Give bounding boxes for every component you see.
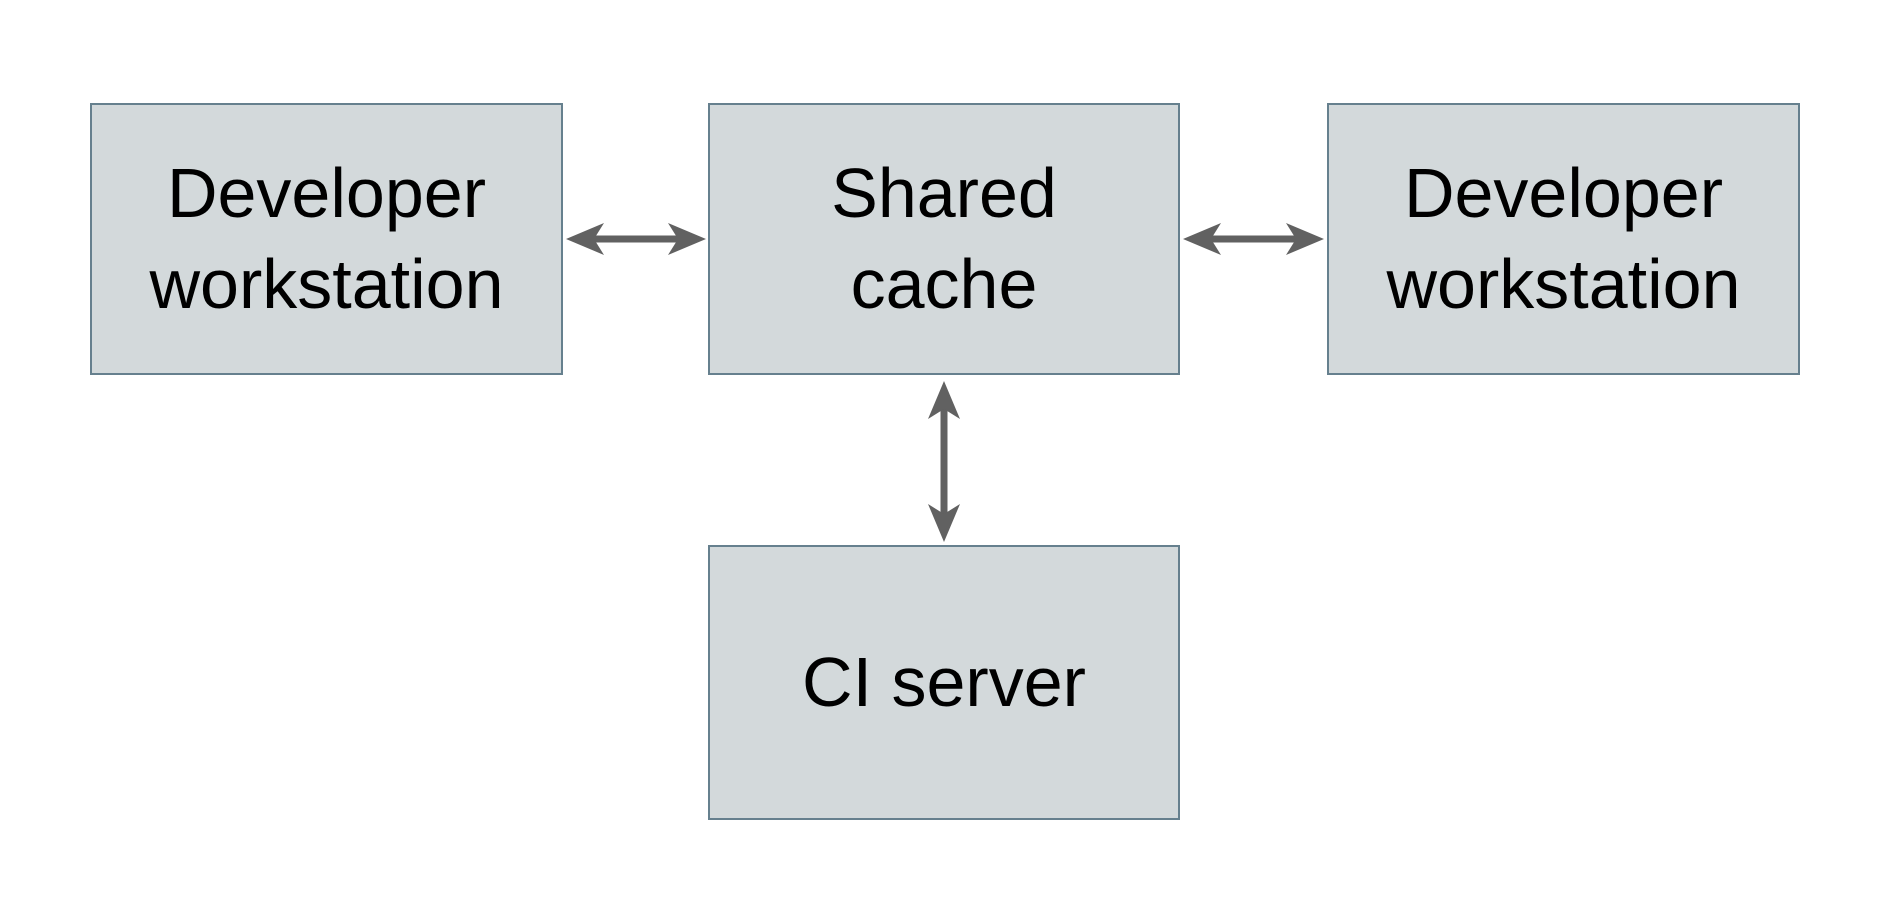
node-developer-workstation-left: Developer workstation xyxy=(90,103,563,375)
node-label-developer-workstation-left: Developer workstation xyxy=(149,154,504,323)
node-developer-workstation-right: Developer workstation xyxy=(1327,103,1800,375)
node-label-shared-cache: Shared cache xyxy=(831,154,1057,323)
arrow-cache-ciserver xyxy=(928,381,960,542)
node-label-ci-server: CI server xyxy=(802,643,1086,721)
arrow-cache-devright xyxy=(1183,223,1324,255)
node-ci-server: CI server xyxy=(708,545,1180,820)
arrow-devleft-cache xyxy=(566,223,706,255)
node-label-developer-workstation-right: Developer workstation xyxy=(1386,154,1741,323)
node-shared-cache: Shared cache xyxy=(708,103,1180,375)
